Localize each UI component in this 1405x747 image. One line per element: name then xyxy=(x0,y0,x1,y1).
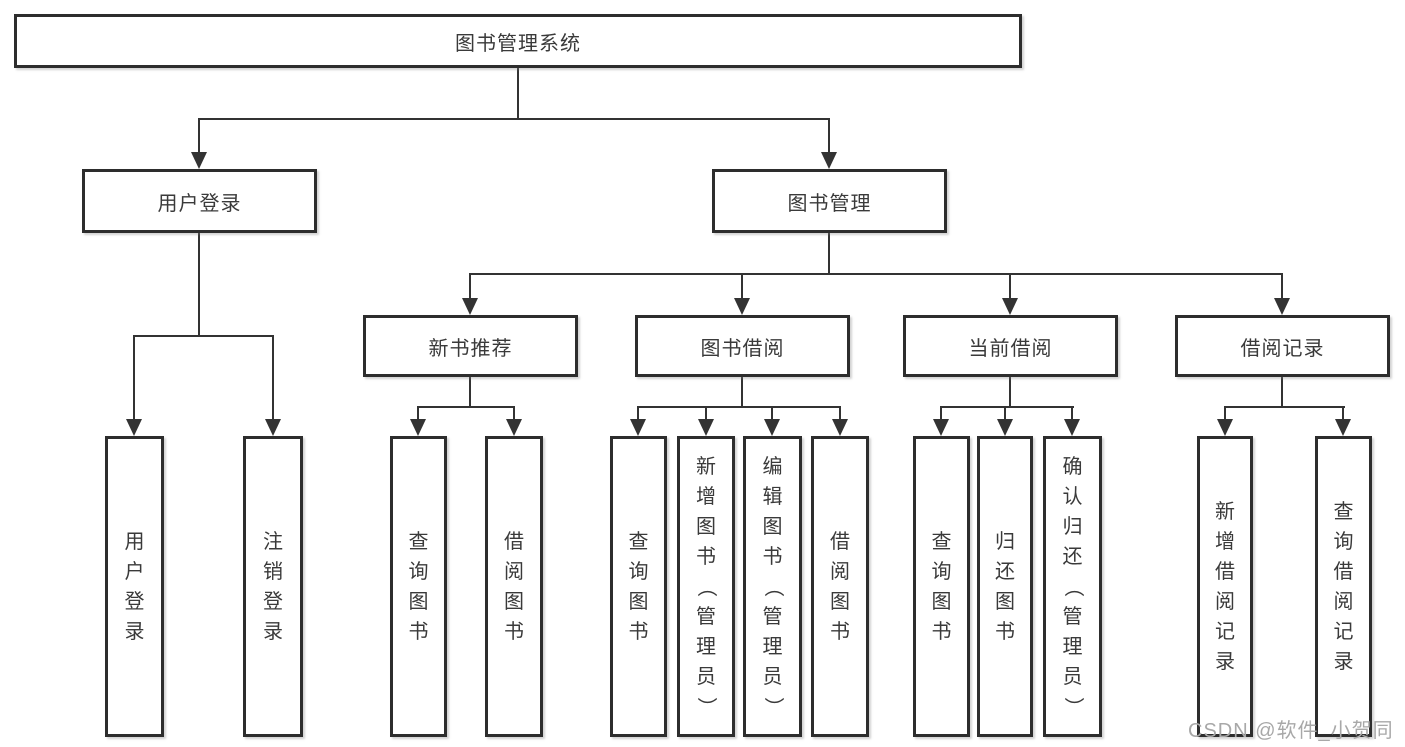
node-current-borrowing: 当前借阅 xyxy=(903,315,1118,377)
connector-line xyxy=(828,233,830,273)
leaf-confirm-return-admin: 确认归还（管理员） xyxy=(1043,436,1102,737)
connector-line xyxy=(469,273,1283,275)
leaf-borrow-books: 借阅图书 xyxy=(811,436,869,737)
connector-line xyxy=(1281,377,1283,406)
leaf-query-books: 查询图书 xyxy=(913,436,970,737)
leaf-query-books: 查询图书 xyxy=(390,436,447,737)
connector-line xyxy=(940,406,942,419)
connector-line xyxy=(1281,273,1283,298)
arrow-down-icon xyxy=(630,419,646,436)
connector-line xyxy=(133,335,135,419)
arrow-down-icon xyxy=(191,152,207,169)
leaf-user-login: 用户登录 xyxy=(105,436,164,737)
leaf-logout: 注销登录 xyxy=(243,436,303,737)
connector-line xyxy=(637,406,841,408)
arrow-down-icon xyxy=(734,298,750,315)
arrow-down-icon xyxy=(1002,298,1018,315)
connector-line xyxy=(198,118,830,120)
arrow-down-icon xyxy=(265,419,281,436)
connector-line xyxy=(940,406,1074,408)
connector-line xyxy=(705,406,707,419)
leaf-add-books-admin: 新增图书（管理员） xyxy=(677,436,735,737)
arrow-down-icon xyxy=(506,419,522,436)
arrow-down-icon xyxy=(462,298,478,315)
arrow-down-icon xyxy=(997,419,1013,436)
connector-line xyxy=(198,118,200,152)
arrow-down-icon xyxy=(821,152,837,169)
leaf-return-books: 归还图书 xyxy=(977,436,1033,737)
arrow-down-icon xyxy=(1274,298,1290,315)
node-book-borrowing: 图书借阅 xyxy=(635,315,850,377)
connector-line xyxy=(828,118,830,152)
node-root: 图书管理系统 xyxy=(14,14,1022,68)
arrow-down-icon xyxy=(933,419,949,436)
connector-line xyxy=(1009,273,1011,298)
connector-line xyxy=(198,233,200,335)
connector-line xyxy=(771,406,773,419)
node-borrowing-records: 借阅记录 xyxy=(1175,315,1390,377)
connector-line xyxy=(637,406,639,419)
arrow-down-icon xyxy=(410,419,426,436)
arrow-down-icon xyxy=(1064,419,1080,436)
arrow-down-icon xyxy=(832,419,848,436)
arrow-down-icon xyxy=(1335,419,1351,436)
connector-line xyxy=(1004,406,1006,419)
leaf-query-borrow-record: 查询借阅记录 xyxy=(1315,436,1372,737)
connector-line xyxy=(469,377,471,406)
connector-line xyxy=(839,406,841,419)
connector-line xyxy=(513,406,515,419)
connector-line xyxy=(1224,406,1226,419)
arrow-down-icon xyxy=(1217,419,1233,436)
connector-line xyxy=(1009,377,1011,406)
connector-line xyxy=(133,335,274,337)
arrow-down-icon xyxy=(698,419,714,436)
connector-line xyxy=(741,377,743,406)
connector-line xyxy=(1342,406,1344,419)
connector-line xyxy=(272,335,274,419)
connector-line xyxy=(417,406,419,419)
node-new-book-recommend: 新书推荐 xyxy=(363,315,578,377)
leaf-borrow-books: 借阅图书 xyxy=(485,436,543,737)
connector-line xyxy=(741,273,743,298)
connector-line xyxy=(1224,406,1345,408)
connector-line xyxy=(417,406,515,408)
connector-line xyxy=(469,273,471,298)
arrow-down-icon xyxy=(126,419,142,436)
leaf-query-books: 查询图书 xyxy=(610,436,667,737)
leaf-add-borrow-record: 新增借阅记录 xyxy=(1197,436,1253,737)
arrow-down-icon xyxy=(764,419,780,436)
leaf-edit-books-admin: 编辑图书（管理员） xyxy=(743,436,802,737)
connector-line xyxy=(517,68,519,118)
connector-line xyxy=(1071,406,1073,419)
node-user-login: 用户登录 xyxy=(82,169,317,233)
node-book-management: 图书管理 xyxy=(712,169,947,233)
